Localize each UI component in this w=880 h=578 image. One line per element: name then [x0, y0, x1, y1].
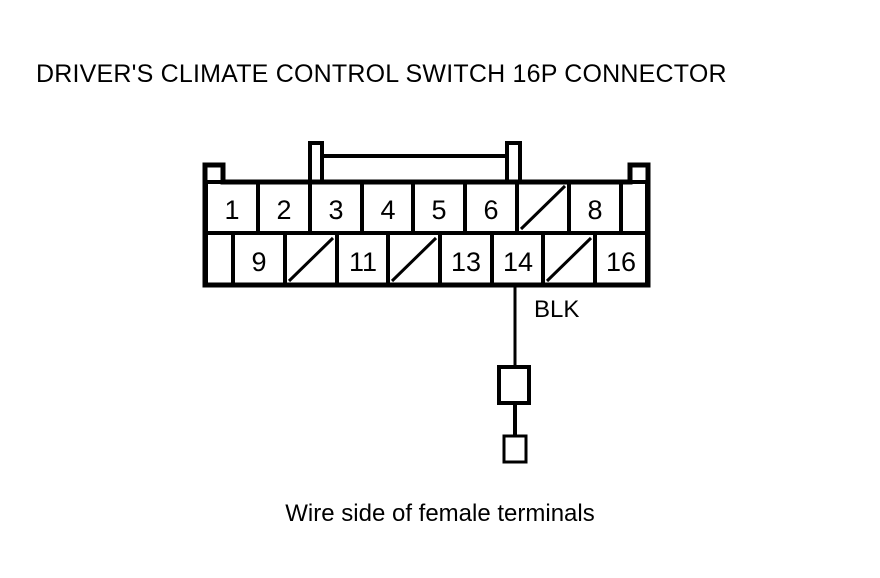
pin-label-13: 13 [451, 247, 481, 277]
pin-numbers-bottom: 9 11 13 14 16 [251, 247, 636, 277]
latch-post-left [308, 141, 324, 184]
pin-label-11: 11 [349, 247, 377, 277]
slash-pin-15 [545, 236, 593, 283]
pin-numbers-top: 1 2 3 4 5 6 8 [224, 195, 602, 225]
pin-label-2: 2 [276, 195, 291, 225]
slash-pin-10 [287, 236, 335, 283]
slash-pin-7 [519, 184, 567, 231]
pin-label-5: 5 [431, 195, 446, 225]
terminal-block-large [497, 365, 531, 405]
pin-label-1: 1 [224, 195, 239, 225]
unused-cavity-slashes [287, 184, 593, 283]
page-title: DRIVER'S CLIMATE CONTROL SWITCH 16P CONN… [36, 60, 727, 88]
pin-label-9: 9 [251, 247, 266, 277]
latch-post-right [505, 141, 522, 184]
pin-label-16: 16 [606, 247, 636, 277]
pin-label-8: 8 [587, 195, 602, 225]
pin-label-14: 14 [503, 247, 533, 277]
pin-label-4: 4 [380, 195, 395, 225]
terminal-block-small [502, 434, 528, 464]
wire-color-label: BLK [534, 296, 580, 323]
pin-label-6: 6 [483, 195, 498, 225]
diagram-caption: Wire side of female terminals [285, 500, 595, 527]
connector-latch [308, 141, 522, 184]
pin-label-3: 3 [328, 195, 343, 225]
connector-cavity-grid [204, 180, 649, 287]
slash-pin-12 [390, 236, 438, 283]
wire-assembly [497, 285, 531, 464]
